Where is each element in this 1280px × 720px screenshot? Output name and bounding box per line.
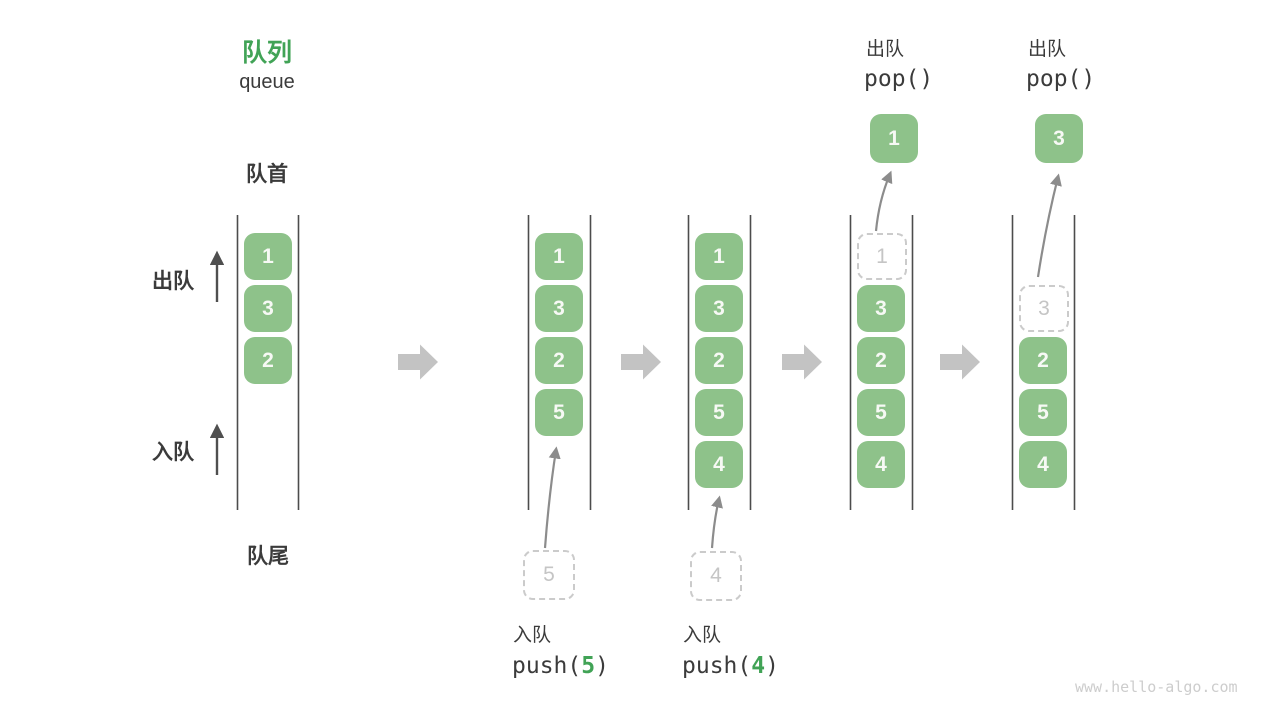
pop-arrow-icon bbox=[874, 170, 893, 232]
pop-call-text: pop() bbox=[1026, 66, 1096, 92]
enqueue-caption-label: 入队 bbox=[513, 625, 552, 646]
pop-arrow-icon bbox=[1036, 173, 1062, 278]
incoming-ghost-cell: 4 bbox=[690, 551, 742, 601]
queue-cell: 2 bbox=[695, 337, 743, 384]
push-arg: 4 bbox=[751, 653, 766, 679]
queue-cell: 3 bbox=[535, 285, 583, 332]
push-arrow-icon bbox=[543, 446, 561, 549]
queue-cell: 2 bbox=[857, 337, 905, 384]
queue-cell: 3 bbox=[695, 285, 743, 332]
popped-cell: 3 bbox=[1035, 114, 1083, 163]
queue-cell: 2 bbox=[1019, 337, 1067, 384]
right-arrow-icon bbox=[621, 344, 661, 380]
popped-cell: 1 bbox=[870, 114, 918, 163]
queue-cell: 5 bbox=[857, 389, 905, 436]
queue-cell: 1 bbox=[535, 233, 583, 280]
queue-cell: 3 bbox=[244, 285, 292, 332]
queue-cell: 1 bbox=[695, 233, 743, 280]
push-fn-prefix: push( bbox=[682, 653, 752, 679]
right-arrow-icon bbox=[940, 344, 980, 380]
dequeue-caption-label: 出队 bbox=[1028, 39, 1067, 60]
label-dequeue-side: 出队 bbox=[152, 270, 194, 293]
queue-cell: 5 bbox=[695, 389, 743, 436]
label-queue-front: 队首 bbox=[246, 163, 288, 186]
queue-cell: 2 bbox=[244, 337, 292, 384]
push-call-text: push(5) bbox=[512, 653, 609, 679]
queue-cell: 3 bbox=[857, 285, 905, 332]
incoming-ghost-cell: 5 bbox=[523, 550, 575, 600]
right-arrow-icon bbox=[398, 344, 438, 380]
push-fn-suffix: ) bbox=[765, 653, 779, 679]
queue-cell: 4 bbox=[1019, 441, 1067, 488]
right-arrow-icon bbox=[782, 344, 822, 380]
push-arrow-icon bbox=[710, 495, 723, 549]
push-arg: 5 bbox=[581, 653, 596, 679]
pop-call-text: pop() bbox=[864, 66, 934, 92]
push-call-text: push(4) bbox=[682, 653, 779, 679]
queue-cell: 4 bbox=[857, 441, 905, 488]
label-enqueue-side: 入队 bbox=[152, 441, 194, 464]
diagram-subtitle: queue bbox=[239, 71, 295, 93]
dequeue-caption-label: 出队 bbox=[866, 39, 905, 60]
removed-ghost-cell: 3 bbox=[1019, 285, 1069, 332]
removed-ghost-cell: 1 bbox=[857, 233, 907, 280]
queue-cell: 4 bbox=[695, 441, 743, 488]
queue-cell: 1 bbox=[244, 233, 292, 280]
enqueue-caption-label: 入队 bbox=[683, 625, 722, 646]
label-queue-rear: 队尾 bbox=[247, 545, 289, 568]
queue-walls bbox=[236, 215, 1076, 510]
state-transition-arrows bbox=[398, 344, 980, 380]
diagram-title: 队列 bbox=[241, 39, 293, 67]
queue-cell: 2 bbox=[535, 337, 583, 384]
queue-cell: 5 bbox=[1019, 389, 1067, 436]
push-fn-suffix: ) bbox=[595, 653, 609, 679]
push-fn-prefix: push( bbox=[512, 653, 582, 679]
watermark: www.hello-algo.com bbox=[1075, 678, 1238, 696]
queue-cell: 5 bbox=[535, 389, 583, 436]
